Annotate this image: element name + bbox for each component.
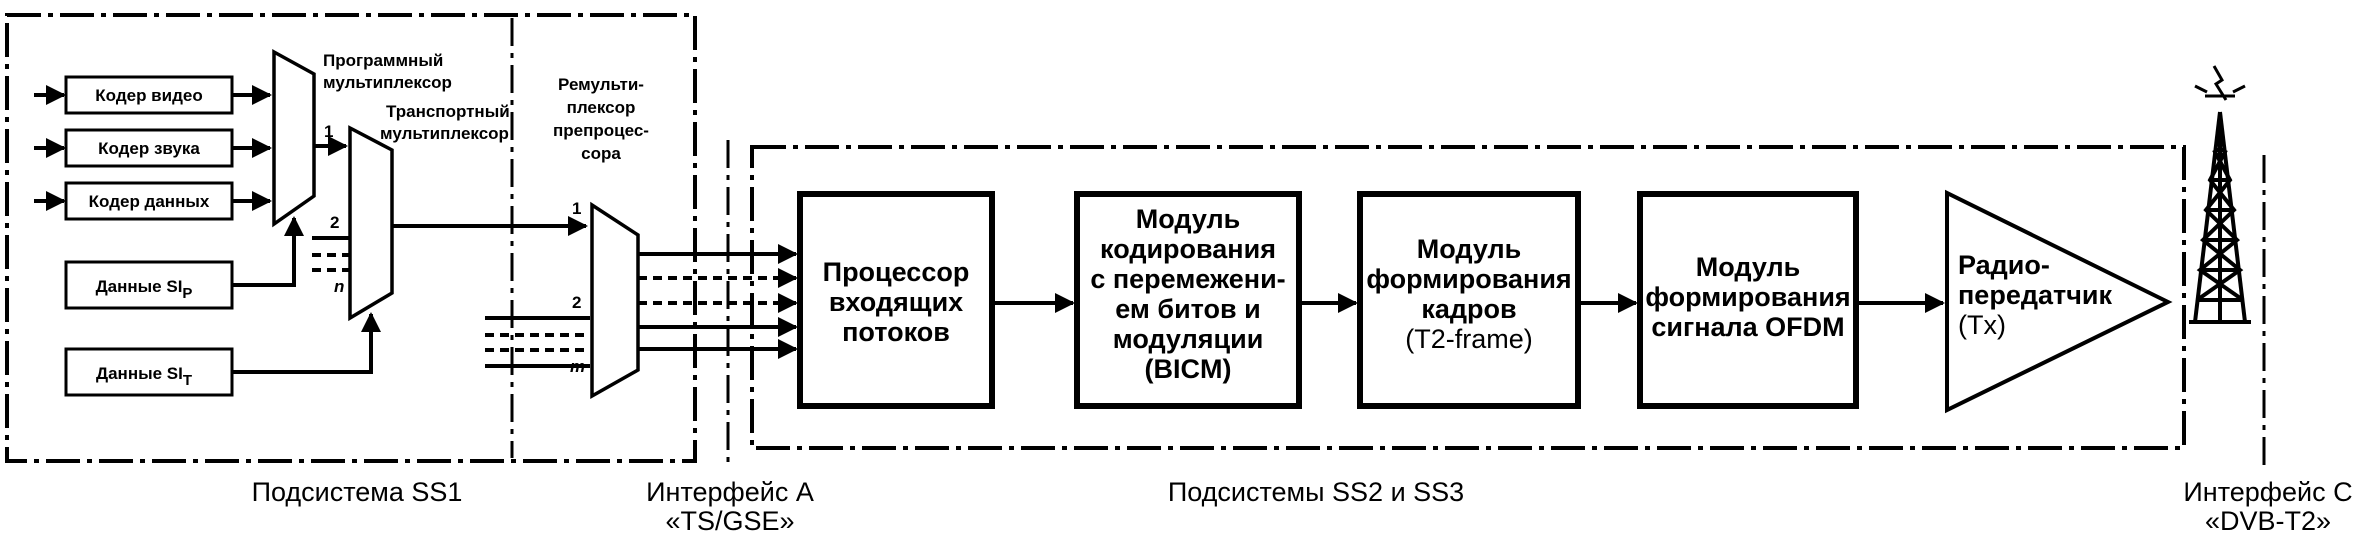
tmux-input-n-label: n [334, 277, 344, 296]
subsystems-ss2-ss3-caption: Подсистемы SS2 и SS3 [1168, 477, 1464, 507]
si-p-label: Данные SIP [96, 277, 193, 302]
frame-builder-label-1: Модуль [1417, 234, 1522, 264]
subsystems-ss2-ss3-frame [750, 145, 2186, 450]
transmitter-triangle [1945, 189, 2173, 414]
antenna-tower-icon [2189, 65, 2251, 324]
si-p-label-sub: P [182, 285, 192, 302]
transport-mux-label-1: Транспортный [386, 102, 510, 121]
bicm-label-4: ем битов и [1115, 294, 1260, 324]
frame-builder-label-3: кадров [1421, 294, 1516, 324]
frame-builder-label-2: формирования [1366, 264, 1571, 294]
transport-mux-label-2: мультиплексор [380, 124, 509, 143]
input-processor-label-3: потоков [842, 317, 950, 347]
interface-a-caption-2: «TS/GSE» [665, 506, 794, 536]
audio-encoder-block [64, 128, 234, 168]
video-encoder-block [64, 75, 234, 115]
bicm-label-3: с перемежени- [1090, 264, 1285, 294]
audio-encoder-label: Кодер звука [98, 139, 200, 158]
transmitter-label-1: Радио- [1958, 250, 2050, 280]
interface-c-caption-1: Интерфейс C [2183, 477, 2352, 507]
video-encoder-label: Кодер видео [95, 86, 202, 105]
ofdm-label-1: Модуль [1696, 252, 1801, 282]
subsystem-ss1-frame [5, 13, 697, 463]
si-t-label-sub: T [183, 372, 192, 389]
input-processor-label-1: Процессор [823, 257, 970, 287]
program-mux-shape [272, 49, 316, 228]
input-processor-label-2: входящих [829, 287, 963, 317]
tmux-input-2-label: 2 [330, 213, 339, 232]
bicm-label-1: Модуль [1136, 204, 1241, 234]
frame-builder-label-4: (T2-frame) [1405, 324, 1533, 354]
interface-c-caption-2: «DVB-T2» [2205, 506, 2331, 536]
subsystem-ss1-caption: Подсистема SS1 [252, 477, 463, 507]
remux-input-2-label: 2 [572, 293, 581, 312]
tmux-input-1-label: 1 [324, 122, 333, 141]
ofdm-label-2: формирования [1645, 282, 1850, 312]
interface-a-caption-1: Интерфейс A [646, 477, 814, 507]
remux-label-3: препроцес- [553, 121, 649, 140]
input-processor-block [797, 191, 995, 409]
ofdm-block [1637, 191, 1859, 409]
si-p-to-pmux-arrow [232, 216, 304, 287]
bicm-label-2: кодирования [1100, 234, 1276, 264]
remux-label-4: сора [581, 144, 621, 163]
remux-label-2: плексор [567, 98, 636, 117]
remux-input-m-label: m [570, 357, 585, 376]
si-t-label-main: Данные SI [96, 364, 183, 383]
si-p-block [64, 260, 234, 310]
transport-mux-shape [348, 125, 394, 322]
frame-builder-block [1357, 191, 1581, 409]
si-p-label-main: Данные SI [96, 277, 183, 296]
bicm-label-5: модуляции [1113, 324, 1264, 354]
remux-input-1-label: 1 [572, 199, 581, 218]
si-t-to-tmux-arrow [232, 312, 381, 374]
si-t-label: Данные SIT [96, 364, 192, 389]
remux-label-1: Ремульти- [558, 75, 644, 94]
bicm-block [1074, 191, 1302, 409]
remux-shape [590, 201, 640, 399]
bicm-label-6: (BICM) [1145, 354, 1232, 384]
program-mux-label-1: Программный [323, 51, 443, 70]
transmitter-label-2: передатчик [1958, 280, 2112, 310]
ofdm-label-3: сигнала OFDM [1651, 312, 1844, 342]
transmitter-label-3: (Tx) [1958, 310, 2006, 340]
program-mux-label-2: мультиплексор [323, 73, 452, 92]
data-encoder-label: Кодер данных [89, 192, 210, 211]
